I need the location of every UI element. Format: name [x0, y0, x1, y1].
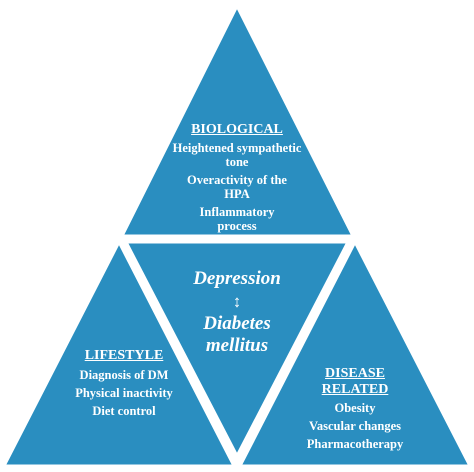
biological-item-1: Heightened sympathetic tone [172, 140, 302, 169]
disease-heading-line2: RELATED [321, 381, 389, 397]
disease-item-3: Pharmacotherapy [306, 437, 404, 452]
biological-item-3: Inflammatory process [199, 204, 275, 233]
right-triangle [237, 238, 473, 468]
left-triangle [1, 238, 237, 468]
lifestyle-item-1: Diagnosis of DM [79, 367, 169, 382]
lifestyle-section: LIFESTYLE Diagnosis of DM Physical inact… [54, 348, 194, 418]
biological-section: BIOLOGICAL Heightened sympathetic tone O… [162, 122, 312, 233]
center-inverted-triangle [123, 240, 351, 460]
depression-label: Depression [193, 268, 281, 289]
lifestyle-item-3: Diet control [92, 403, 156, 418]
disease-item-2: Vascular changes [308, 419, 402, 434]
biological-item-2: Overactivity of the HPA [187, 172, 287, 201]
disease-related-section: DISEASE RELATED Obesity Vascular changes… [290, 366, 420, 451]
lifestyle-item-2: Physical inactivity [75, 385, 173, 400]
lifestyle-heading: LIFESTYLE [84, 348, 164, 363]
top-triangle [119, 2, 356, 238]
biological-heading: BIOLOGICAL [191, 122, 283, 137]
disease-item-1: Obesity [334, 401, 376, 416]
center-section: Depression ↕ Diabetes mellitus [172, 268, 302, 356]
bidirectional-arrow-icon: ↕ [232, 292, 242, 312]
diabetes-mellitus-label: Diabetes mellitus [203, 313, 271, 356]
disease-heading-line1: DISEASE [325, 366, 385, 381]
